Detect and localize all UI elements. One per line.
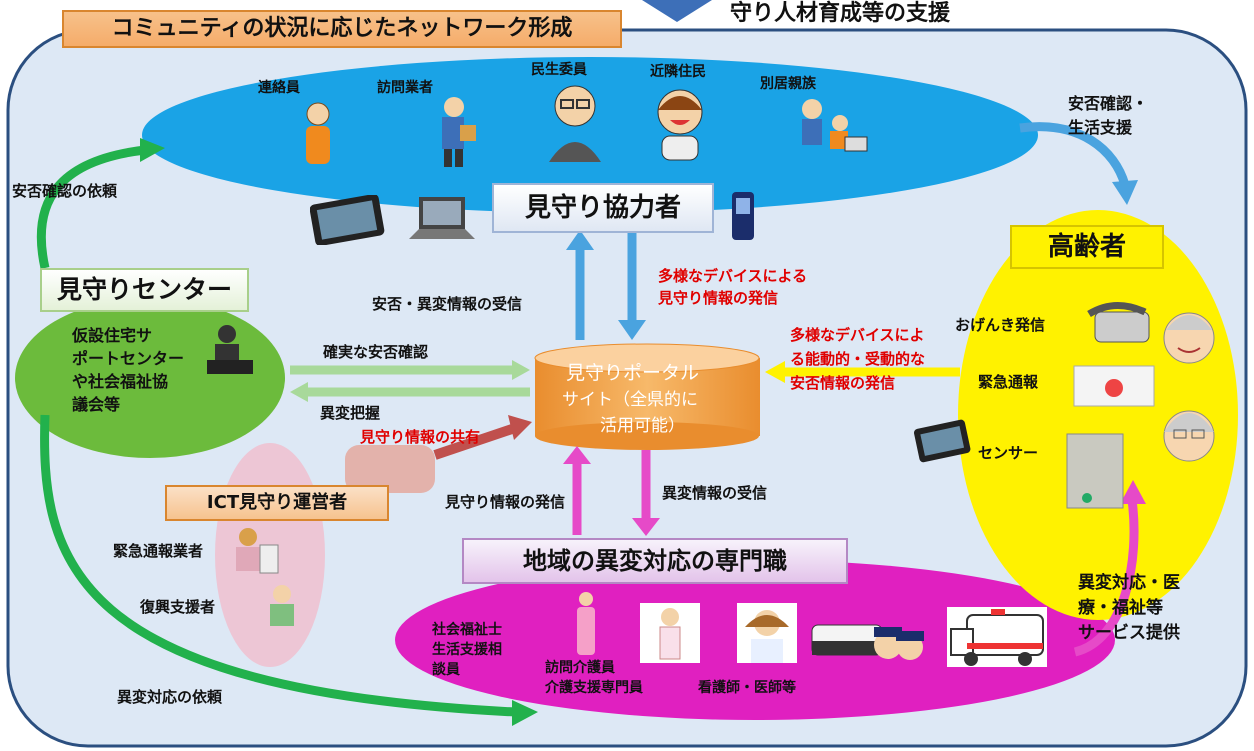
arrowhead-safety-request — [140, 138, 165, 162]
member-minsei-iin: 民生委員 — [531, 62, 587, 78]
arrow-anomaly-request — [40, 414, 516, 717]
mobile-phone-icon — [732, 192, 754, 240]
cooperators-title: 見守り協力者 — [492, 183, 714, 233]
phone-icon — [1087, 302, 1150, 343]
person-minsei-iin-icon — [549, 85, 601, 162]
specialist-kaigo-shien: 介護支援専門員 — [545, 680, 643, 696]
center-body-line-2: ポートセンター — [72, 349, 185, 368]
network-banner: コミュニティの状況に応じたネットワーク形成 — [62, 10, 622, 48]
center-ellipse — [15, 298, 285, 458]
specialist-seikatsu-1: 生活支援相 — [432, 642, 502, 658]
label-safety-support-2: 生活支援 — [1068, 118, 1133, 137]
label-services-2: 療・福祉等 — [1078, 598, 1163, 618]
arrowhead-services — [1120, 480, 1146, 504]
member-houmon-gyousha: 訪問業者 — [377, 80, 433, 96]
specialists-title: 地域の異変対応の専門職 — [462, 538, 848, 584]
label-elder-send-3: 安否情報の発信 — [790, 374, 896, 392]
label-services-3: サービス提供 — [1078, 623, 1180, 643]
elderly-title: 高齢者 — [1010, 225, 1164, 269]
center-body-line-1: 仮設住宅サ — [72, 326, 153, 345]
sensor-device-icon — [1066, 433, 1124, 509]
nurse-icon — [640, 603, 700, 663]
specialist-kangoshi-ishi: 看護師・医師等 — [698, 680, 796, 696]
ict-operator-icon — [236, 528, 279, 574]
label-safety-request: 安否確認の依頼 — [12, 182, 118, 200]
arrowhead-anomaly-request — [512, 700, 538, 726]
arrow-safety-support — [1019, 122, 1130, 187]
arrowhead-left-yellow — [765, 361, 785, 383]
elderly-item-ogenki: おげんき発信 — [955, 316, 1046, 334]
portal-cylinder — [534, 343, 760, 450]
operator-icon — [207, 325, 253, 374]
label-anomaly-request: 異変対応の依頼 — [117, 688, 223, 706]
elderly-ellipse — [958, 210, 1238, 620]
specialist-houmon-kaigoin: 訪問介護員 — [545, 660, 615, 676]
label-elder-send-2: る能動的・受動的な — [790, 350, 926, 368]
label-elder-send-1: 多様なデバイスによ — [790, 326, 925, 344]
arrow-share — [433, 423, 517, 460]
elderly-man-icon — [1163, 312, 1215, 364]
ict-title: ICT見守り運営者 — [165, 485, 389, 521]
member-renrakuin: 連絡員 — [258, 80, 300, 96]
arrowhead-left-green — [290, 382, 308, 402]
label-device-send-2: 見守り情報の発信 — [658, 289, 779, 307]
arrowhead-right-green — [512, 360, 530, 380]
police-icon — [811, 624, 924, 660]
portal-line-3: 活用可能） — [600, 416, 685, 436]
person-bekkyo-shinzoku-icon — [802, 99, 868, 152]
member-bekkyo-shinzoku: 別居親族 — [760, 76, 816, 92]
sensor-tablet-icon — [913, 419, 971, 463]
arrowhead-down-pink — [632, 518, 660, 536]
portal-line-2: サイト（全県的に — [562, 390, 698, 410]
portal-line-1: 見守りポータル — [566, 362, 700, 384]
top-triangle — [642, 0, 712, 22]
label-services-1: 異変対応・医 — [1078, 573, 1180, 593]
center-body-line-3: や社会福祉協 — [72, 372, 169, 391]
laptop-icon — [409, 197, 475, 239]
ict-member-kinkyu: 緊急通報業者 — [113, 542, 204, 560]
arrowhead-up-pink — [563, 446, 591, 464]
label-watch-send: 見守り情報の発信 — [445, 493, 566, 511]
person-renrakuin-icon — [306, 102, 330, 164]
elderly-item-kinkyu: 緊急通報 — [978, 373, 1039, 391]
center-body-line-4: 議会等 — [72, 395, 121, 414]
emergency-button-icon — [1073, 365, 1155, 407]
label-safety-support-1: 安否確認・ — [1068, 94, 1149, 113]
center-title: 見守りセンター — [40, 268, 249, 312]
cooperators-ellipse — [142, 57, 1038, 213]
specialist-shakai-fukushishi: 社会福祉士 — [432, 622, 502, 638]
specialist-seikatsu-2: 談員 — [432, 662, 460, 678]
member-kinrin-jumin: 近隣住民 — [650, 64, 706, 80]
arrow-safety-request — [36, 145, 146, 269]
arrowhead-down-blue — [618, 320, 646, 340]
ict-member-fukkou: 復興支援者 — [140, 598, 216, 616]
arrowhead-safety-support — [1112, 180, 1138, 205]
label-anomaly-grasp: 異変把握 — [320, 404, 381, 422]
person-houmon-gyousha-icon — [442, 97, 476, 167]
faint-device — [345, 445, 435, 493]
label-info-receive: 安否・異変情報の受信 — [372, 295, 523, 313]
ict-supporter-icon — [270, 585, 294, 626]
care-worker-icon — [577, 592, 595, 655]
label-device-send-1: 多様なデバイスによる — [658, 267, 808, 285]
label-anomaly-receive: 異変情報の受信 — [662, 484, 768, 502]
ambulance-icon — [947, 607, 1047, 667]
elderly-item-sensor: センサー — [978, 444, 1039, 462]
tablet-icon — [310, 195, 385, 245]
arrow-services — [1073, 499, 1139, 657]
elderly-woman-icon — [1163, 410, 1215, 462]
arrowhead-up-blue — [566, 230, 594, 250]
person-kinrin-jumin-icon — [657, 89, 703, 161]
label-info-share: 見守り情報の共有 — [360, 428, 481, 446]
arrowhead-share — [508, 415, 532, 440]
doctor-icon — [737, 603, 797, 663]
header-top-text: 守り人材育成等の支援 — [730, 1, 951, 26]
label-reliable-check: 確実な安否確認 — [323, 343, 429, 361]
